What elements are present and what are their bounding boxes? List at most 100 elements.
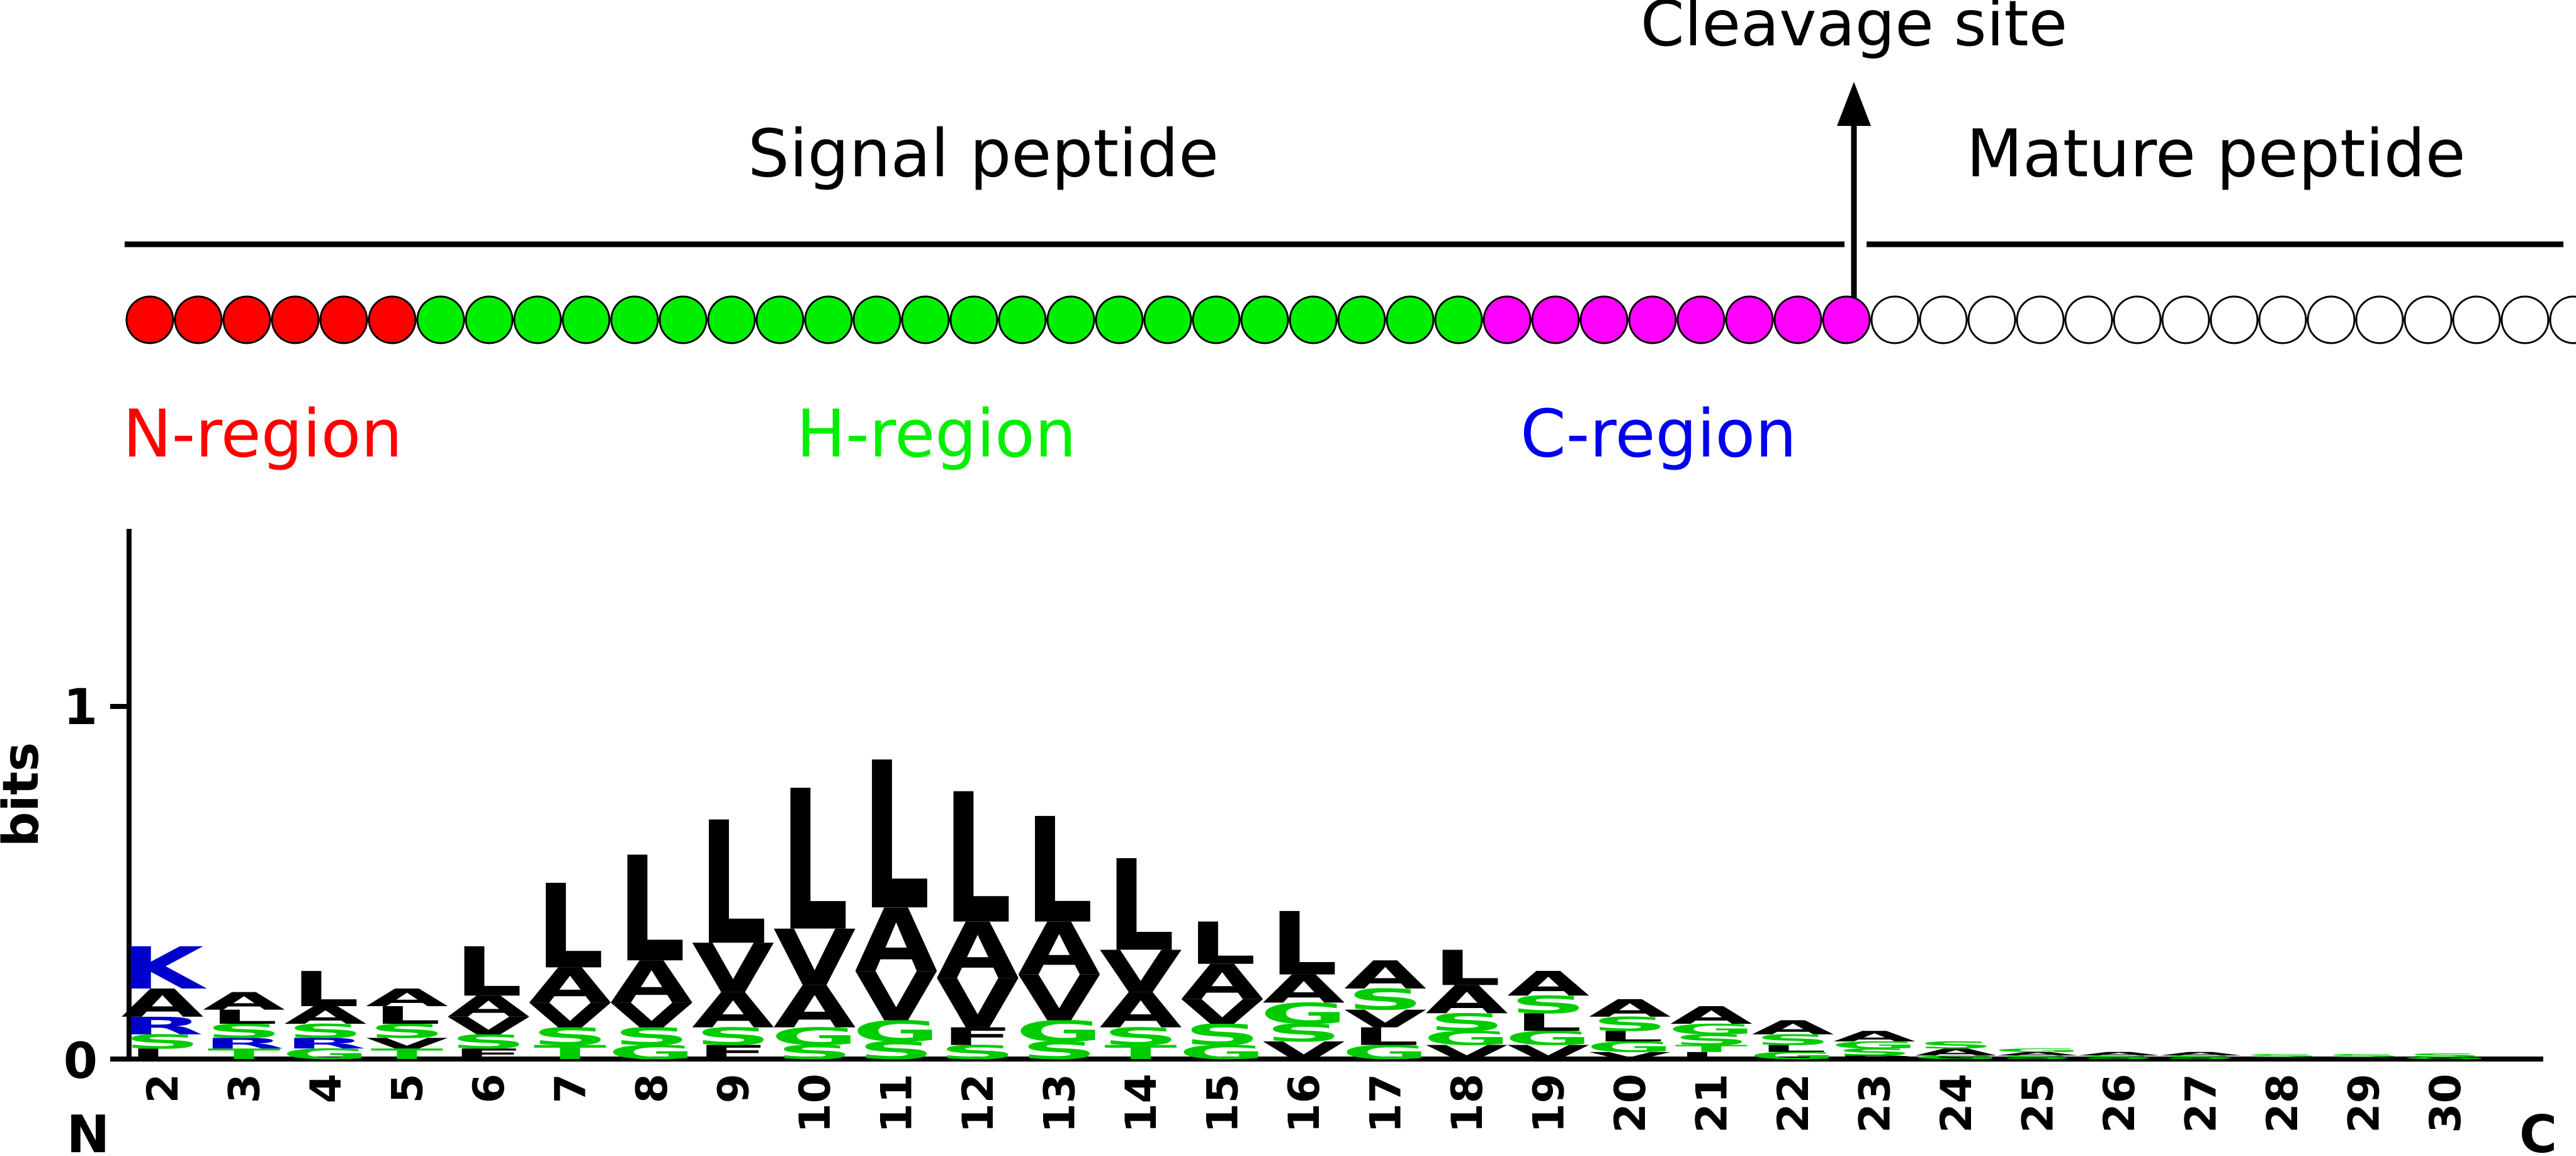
mature-residue bbox=[2355, 295, 2404, 344]
x-tick-label-18: 18 bbox=[1443, 1074, 1493, 1133]
mature-residue bbox=[2064, 295, 2113, 344]
logo-letter-A: A bbox=[1507, 964, 1590, 1004]
mature-residue bbox=[2452, 295, 2501, 344]
logo-letter-A: A bbox=[121, 981, 203, 1026]
logo-letter-A: A bbox=[692, 983, 774, 1039]
logo-letter-F: F bbox=[941, 1023, 1014, 1051]
logo-letter-L: L bbox=[781, 750, 849, 975]
logo-letter-V: V bbox=[1425, 1041, 1508, 1064]
mature-residue bbox=[2404, 295, 2453, 344]
logo-letter-S: S bbox=[1428, 1009, 1505, 1037]
h-region-residue bbox=[804, 295, 853, 344]
logo-letter-R: R bbox=[285, 1035, 366, 1052]
logo-letter-V: V bbox=[1507, 1041, 1590, 1064]
c-region-residue bbox=[1676, 295, 1726, 344]
logo-letter-L: L bbox=[862, 719, 930, 956]
logo-letter-G: G bbox=[281, 1046, 369, 1063]
x-tick-label-12: 12 bbox=[954, 1074, 1003, 1133]
logo-letter-L: L bbox=[1759, 1043, 1827, 1055]
logo-letter-L: L bbox=[1433, 941, 1501, 997]
signal-peptide-label: Signal peptide bbox=[748, 115, 1219, 192]
n-region-residue bbox=[174, 295, 223, 344]
x-tick-label-17: 17 bbox=[1362, 1074, 1411, 1133]
logo-letter-G: G bbox=[1015, 1015, 1103, 1048]
logo-letter-V: V bbox=[529, 996, 611, 1036]
mature-residue bbox=[2210, 295, 2259, 344]
h-region-residue bbox=[755, 295, 805, 344]
logo-letter-A: A bbox=[1751, 1016, 1834, 1039]
logo-letter-V: V bbox=[773, 914, 856, 1004]
x-tick-label-7: 7 bbox=[546, 1074, 596, 1103]
logo-letter-A: A bbox=[1425, 978, 1508, 1023]
logo-letter-S: S bbox=[2325, 1053, 2402, 1058]
x-tick-label-4: 4 bbox=[302, 1074, 351, 1103]
logo-letter-S: S bbox=[1836, 1046, 1912, 1058]
logo-letter-L: L bbox=[1352, 1023, 1420, 1051]
logo-letter-A: A bbox=[1670, 1001, 1753, 1029]
mature-residue bbox=[2307, 295, 2356, 344]
c-region-residue bbox=[1579, 295, 1629, 344]
logo-letter-L: L bbox=[1596, 1028, 1664, 1045]
x-tick-label-9: 9 bbox=[709, 1074, 759, 1103]
logo-letter-S: S bbox=[1591, 1013, 1668, 1036]
logo-letter-V: V bbox=[692, 929, 774, 1008]
x-tick-label-11: 11 bbox=[873, 1074, 922, 1133]
logo-letter-V: V bbox=[855, 958, 937, 1036]
h-region-residue bbox=[610, 295, 659, 344]
n-region-residue bbox=[125, 295, 174, 344]
h-region-residue bbox=[852, 295, 901, 344]
mature-residue bbox=[1967, 295, 2016, 344]
logo-letter-A: A bbox=[1344, 953, 1426, 998]
logo-letter-G: G bbox=[1912, 1055, 1999, 1060]
x-tick-label-25: 25 bbox=[2014, 1074, 2064, 1133]
x-tick-label-23: 23 bbox=[1851, 1074, 1901, 1133]
logo-letter-A: A bbox=[1262, 967, 1345, 1012]
logo-letter-L: L bbox=[1107, 833, 1175, 980]
logo-letter-L: L bbox=[455, 933, 523, 1012]
h-region-label: H-region bbox=[796, 395, 1076, 472]
mature-residue bbox=[2161, 295, 2210, 344]
logo-letter-S: S bbox=[1510, 991, 1586, 1019]
logo-letter-G: G bbox=[1831, 1040, 1918, 1051]
logo-letter-S: S bbox=[531, 1023, 608, 1051]
logo-letter-S: S bbox=[1020, 1036, 1097, 1065]
mature-residue bbox=[2258, 295, 2307, 344]
logo-letter-G: G bbox=[771, 1023, 858, 1051]
logo-letter-G: G bbox=[1505, 1027, 1592, 1050]
x-tick-label-27: 27 bbox=[2177, 1074, 2227, 1133]
logo-stacks: LSRAKTRSLAGRSALTVSLAFSVALTSVALGSVALFSAVL… bbox=[121, 719, 2488, 1065]
h-region-residue bbox=[562, 295, 611, 344]
logo-letter-A: A bbox=[284, 1001, 366, 1029]
mature-peptide-label: Mature peptide bbox=[1966, 115, 2465, 192]
logo-letter-T: T bbox=[1104, 1041, 1177, 1064]
logo-letter-S: S bbox=[1265, 1019, 1342, 1047]
logo-letter-V: V bbox=[936, 965, 1019, 1043]
x-tick-label-6: 6 bbox=[465, 1074, 514, 1103]
logo-letter-A: A bbox=[1833, 1028, 1916, 1045]
c-region-residue bbox=[1725, 295, 1774, 344]
h-region-residue bbox=[1095, 295, 1144, 344]
logo-letter-L: L bbox=[1515, 1009, 1583, 1037]
n-region-residue bbox=[368, 295, 417, 344]
logo-letter-P: P bbox=[1835, 1055, 1913, 1060]
x-tick-label-16: 16 bbox=[1280, 1074, 1330, 1133]
c-region-residue bbox=[1773, 295, 1822, 344]
mature-residue bbox=[1870, 295, 1919, 344]
h-region-residue bbox=[1240, 295, 1289, 344]
n-terminus-label: N bbox=[67, 1105, 110, 1156]
n-region-label: N-region bbox=[123, 395, 402, 472]
x-tick-label-24: 24 bbox=[1932, 1074, 1982, 1133]
logo-letter-F: F bbox=[697, 1041, 770, 1064]
logo-letter-L: L bbox=[210, 1006, 278, 1029]
logo-letter-A: A bbox=[366, 983, 448, 1012]
logo-letter-L: L bbox=[373, 1001, 441, 1029]
logo-letter-S: S bbox=[287, 1020, 364, 1043]
logo-letter-G: G bbox=[852, 1015, 940, 1048]
c-region-residue bbox=[1483, 295, 1532, 344]
logo-letter-S: S bbox=[205, 1020, 282, 1043]
logo-letter-F: F bbox=[452, 1046, 525, 1063]
logo-letter-S: S bbox=[368, 1020, 445, 1043]
logo-letter-L: L bbox=[1189, 910, 1257, 978]
c-terminus-label: C bbox=[2519, 1105, 2557, 1156]
mature-residue bbox=[2016, 295, 2065, 344]
